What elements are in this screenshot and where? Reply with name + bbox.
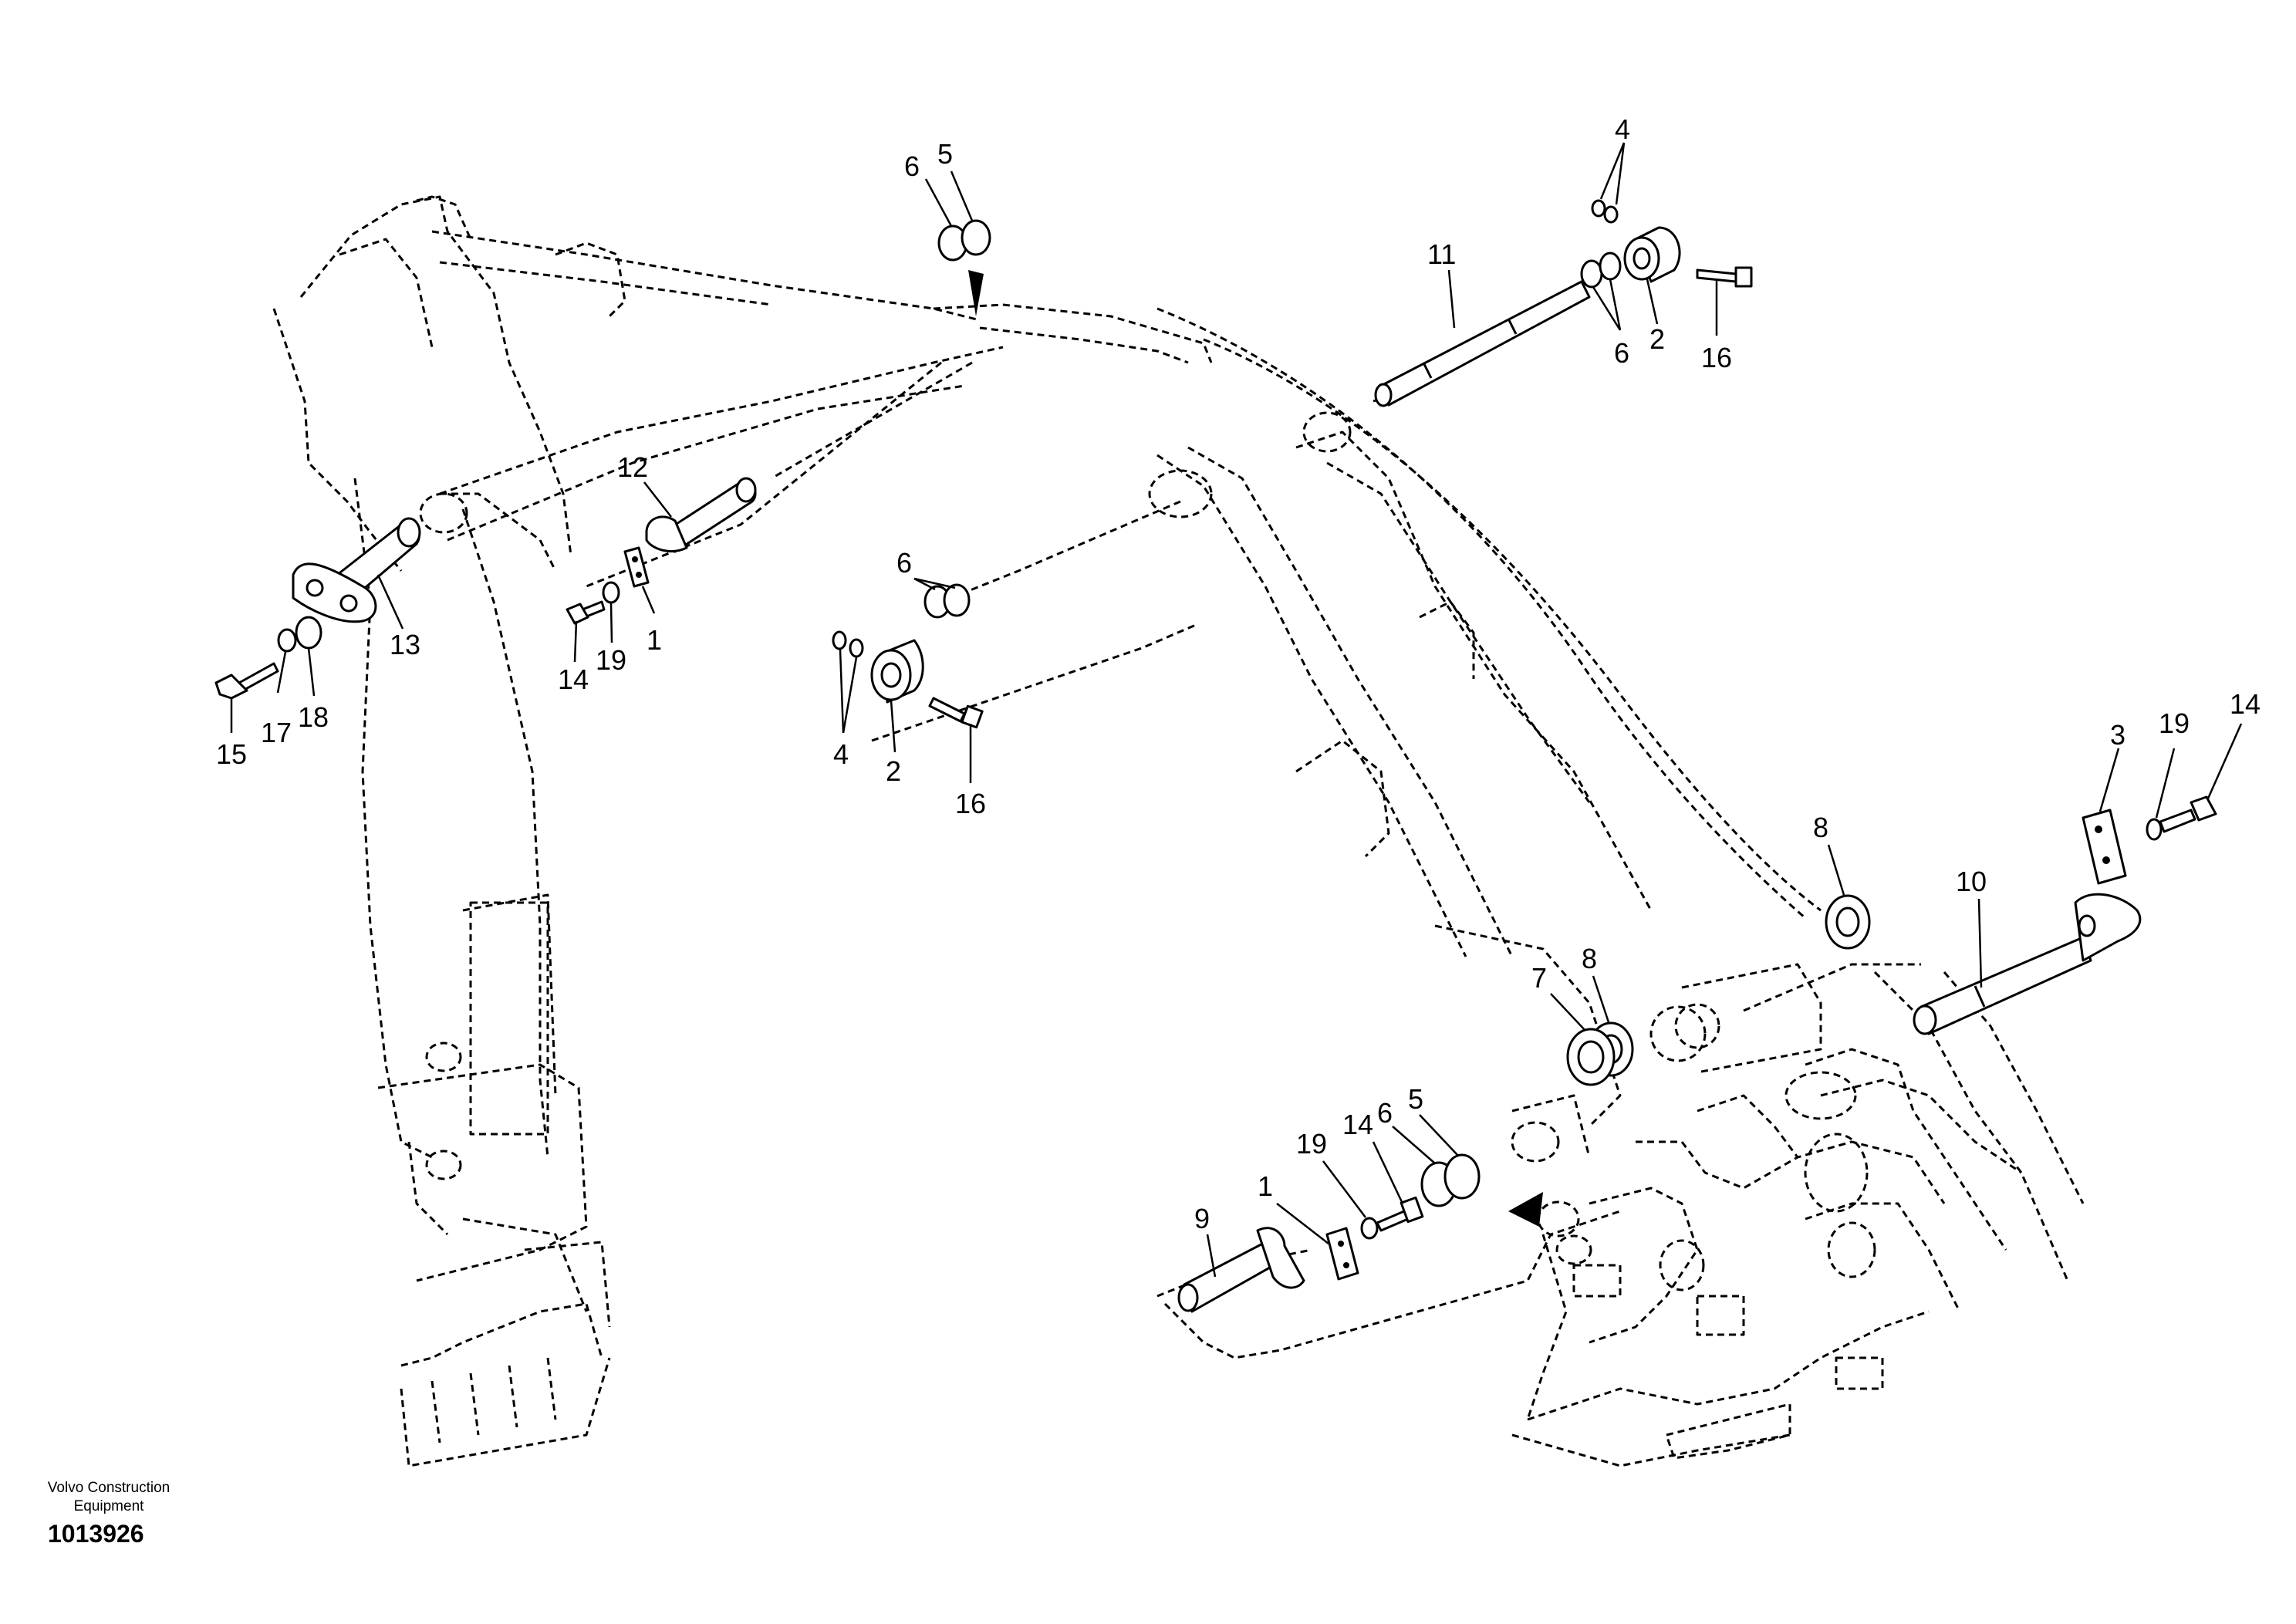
callout-4-top-right: 4 (1615, 113, 1630, 145)
collar-2-mid (870, 639, 924, 704)
callout-19-left: 19 (596, 644, 626, 676)
washer-19-bottom (1360, 1217, 1379, 1240)
washer-17 (277, 628, 297, 653)
washer-5-bottom (1443, 1153, 1481, 1200)
bolt-16-mid (928, 697, 984, 729)
callout-2-top-right: 2 (1649, 323, 1665, 355)
nut-4-mid-a (832, 630, 847, 650)
lock-plate-1-bottom (1325, 1227, 1359, 1281)
callout-6-top-right: 6 (1614, 337, 1629, 369)
assembly-guidelines (586, 361, 1921, 1012)
bolt-14-left (566, 600, 606, 625)
collar-2-right (1623, 226, 1681, 283)
callout-19-bottom: 19 (1296, 1128, 1327, 1160)
pin-12 (645, 477, 757, 553)
callout-9: 9 (1194, 1203, 1210, 1234)
boom-cylinders-outline (1148, 411, 1822, 1163)
manufacturer-line-2: Equipment (73, 1498, 144, 1514)
callout-13: 13 (390, 629, 420, 660)
callout-3: 3 (2110, 719, 2125, 751)
callout-7: 7 (1531, 962, 1547, 994)
washer-6-right-a (1580, 259, 1603, 289)
bolt-14-right (2159, 795, 2217, 833)
callout-6-top: 6 (904, 150, 920, 182)
washer-6-mid-b (943, 583, 971, 617)
bolt-15 (214, 662, 279, 700)
callout-14-bottom: 14 (1342, 1109, 1373, 1140)
callout-6-mid: 6 (896, 547, 912, 579)
washer-18 (295, 616, 322, 650)
nut-4-mid-b (849, 638, 864, 658)
arrow-marker-top (968, 270, 984, 316)
bolt-14-bottom (1376, 1196, 1424, 1232)
washer-5-top (961, 219, 991, 256)
bolt-16-right (1696, 266, 1753, 288)
dipper-arm-outline (353, 478, 611, 1467)
callout-8-lower: 8 (1582, 943, 1597, 974)
callout-18: 18 (298, 701, 329, 733)
callout-11: 11 (1427, 238, 1456, 270)
boom-outline (272, 195, 1822, 920)
callout-17: 17 (261, 717, 292, 748)
pin-13 (292, 517, 421, 623)
manufacturer-line-1: Volvo Construction (47, 1480, 171, 1496)
drawing-number: 1013926 (48, 1520, 144, 1548)
callout-19-right: 19 (2159, 707, 2190, 739)
callout-15: 15 (216, 738, 247, 770)
lock-plate-3 (2082, 809, 2127, 885)
callout-12: 12 (617, 451, 648, 483)
callout-8-upper: 8 (1813, 812, 1828, 843)
callout-5-bottom: 5 (1408, 1083, 1423, 1115)
callout-1-left: 1 (647, 624, 662, 656)
washer-19-right (2146, 818, 2163, 841)
pin-9 (1177, 1227, 1305, 1313)
arrow-marker-bottom (1508, 1192, 1543, 1227)
callout-16-top-right: 16 (1701, 342, 1732, 373)
pin-11 (1374, 280, 1591, 407)
leader-lines (230, 142, 2243, 1278)
callout-6-bottom: 6 (1377, 1097, 1393, 1129)
callout-1-bottom: 1 (1258, 1170, 1273, 1202)
lock-plate-1-left (623, 546, 650, 588)
nut-4-right-a (1591, 199, 1606, 218)
nut-4-right-b (1603, 205, 1619, 224)
callout-10: 10 (1956, 866, 1987, 897)
parts (214, 199, 2217, 1313)
pin-10 (1913, 893, 2142, 1035)
callout-4-mid: 4 (833, 738, 849, 770)
washer-6-right-b (1599, 252, 1622, 281)
callout-16-mid: 16 (955, 788, 986, 819)
callout-2-mid: 2 (886, 755, 901, 787)
washer-19-left (602, 581, 620, 604)
manufacturer-label: Volvo Construction Equipment (28, 1479, 190, 1516)
callouts: 6 5 4 11 6 2 16 12 13 14 19 1 15 17 18 6… (216, 113, 2261, 1234)
callout-14-right: 14 (2230, 688, 2261, 720)
callout-14-left: 14 (558, 663, 589, 695)
callout-5-top: 5 (937, 138, 953, 170)
